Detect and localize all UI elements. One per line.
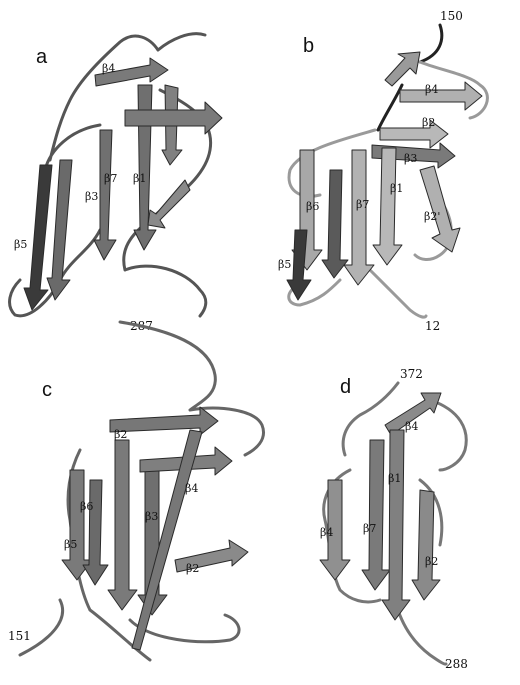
terminus-b-bottom: 12 bbox=[425, 319, 440, 333]
terminus-d-top: 372 bbox=[400, 367, 423, 381]
coil-c bbox=[20, 322, 264, 660]
strand-label-d-b2: β2 bbox=[425, 555, 438, 568]
strand-label-d-b1: β1 bbox=[388, 472, 401, 485]
strand-label-a-b3: β3 bbox=[85, 190, 98, 203]
strand-b-b6b bbox=[322, 170, 348, 278]
strand-c-b1 bbox=[108, 440, 137, 610]
strand-c-b6 bbox=[62, 470, 92, 580]
strand-b-b7 bbox=[344, 150, 374, 285]
strand-label-c-b2: β2 bbox=[114, 428, 127, 441]
panel-label-a: a bbox=[36, 46, 48, 68]
strand-label-b-b7: β7 bbox=[356, 198, 369, 211]
strand-label-b-b1: β1 bbox=[390, 182, 403, 195]
strand-b-b4 bbox=[400, 82, 482, 110]
strand-label-b-b3: β3 bbox=[404, 152, 417, 165]
strand-label-d-b4b: β4 bbox=[320, 526, 333, 539]
strand-a-b3 bbox=[148, 180, 190, 228]
strand-d-b1 bbox=[382, 430, 410, 620]
strand-label-d-b4: β4 bbox=[405, 420, 418, 433]
terminus-b-top: 150 bbox=[440, 9, 463, 23]
strand-label-c-b5: β5 bbox=[64, 538, 77, 551]
strand-label-d-b7: β7 bbox=[363, 522, 376, 535]
strand-label-a-b4: β4 bbox=[102, 62, 115, 75]
panel-label-d: d bbox=[340, 376, 351, 398]
strand-label-a-b7: β7 bbox=[104, 172, 117, 185]
panel-label-c: c bbox=[42, 379, 52, 401]
strand-b-b1 bbox=[373, 148, 402, 265]
panel-label-b: b bbox=[303, 35, 314, 57]
strand-label-c-b3: β3 bbox=[145, 510, 158, 523]
strand-label-a-b5: β5 bbox=[14, 238, 27, 251]
panel-b: b 150 12 β4 β2 β3 β6 β7 β1 β2' β5 bbox=[278, 9, 487, 333]
strand-label-c-b2b: β2 bbox=[186, 562, 199, 575]
terminus-d-bottom: 288 bbox=[445, 657, 468, 671]
strand-c-b5 bbox=[83, 480, 108, 585]
panel-d: d 372 288 β4 β1 β7 β4 β2 bbox=[320, 367, 468, 671]
strands-b bbox=[287, 52, 482, 300]
strand-label-b-b2p: β2' bbox=[424, 210, 440, 223]
strand-label-b-b2: β2 bbox=[422, 116, 435, 129]
strand-b-b2p bbox=[420, 166, 460, 252]
strand-a-b5 bbox=[24, 165, 52, 310]
strand-d-b2 bbox=[412, 490, 440, 600]
strand-b-b4-top bbox=[385, 52, 420, 86]
strand-label-c-b6: β6 bbox=[80, 500, 93, 513]
strand-label-b-b4: β4 bbox=[425, 83, 438, 96]
strand-label-b-b6: β6 bbox=[306, 200, 319, 213]
strands-c bbox=[62, 407, 248, 650]
panel-c: c 287 151 β2 β4 β6 β5 β3 β2 bbox=[8, 319, 264, 660]
strand-label-c-b4: β4 bbox=[185, 482, 198, 495]
strand-d-b7 bbox=[362, 440, 390, 590]
strand-label-a-b1: β1 bbox=[133, 172, 146, 185]
panel-a: a β4 β5 β7 β1 β3 bbox=[10, 34, 222, 316]
terminus-c-bottom: 151 bbox=[8, 629, 31, 643]
strand-label-b-b5: β5 bbox=[278, 258, 291, 271]
strand-b-b2 bbox=[380, 120, 448, 148]
